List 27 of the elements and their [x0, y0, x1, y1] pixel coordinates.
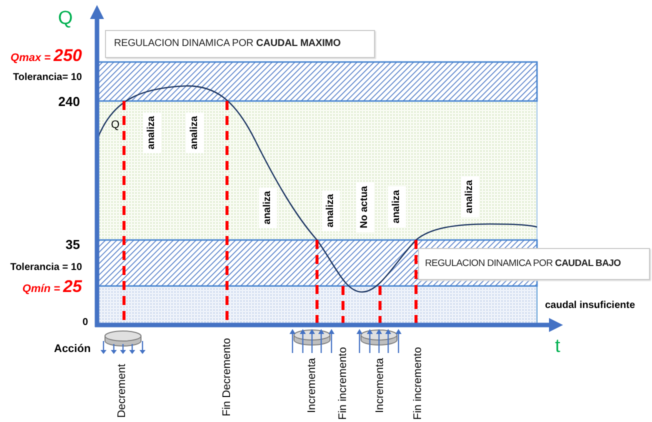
status-label: No actua — [356, 182, 374, 232]
tolerance-label: Tolerancia = 10 — [10, 261, 82, 275]
event-label: Fin incremento — [411, 347, 425, 420]
max-flow-label: Qmax = 250 — [10, 46, 82, 67]
status-label: analiza — [322, 190, 340, 232]
event-label: Fin Decremento — [220, 338, 234, 416]
event-label: Incrementa — [373, 358, 387, 413]
curve-label: Q — [111, 118, 120, 132]
tick-label: 240 — [58, 95, 80, 109]
callout-box: REGULACION DINAMICA POR CAUDAL MAXIMO — [105, 30, 375, 58]
tolerance-label: Tolerancia= 10 — [12, 71, 82, 85]
tick-label: 35 — [66, 238, 80, 252]
status-label: analiza — [259, 187, 277, 228]
event-label: Fin incremento — [336, 347, 350, 420]
axis-label: Q — [58, 8, 73, 30]
event-label: Incrementa — [305, 358, 319, 413]
zone-label: caudal insuficiente — [545, 299, 636, 313]
event-label: Decrement — [115, 364, 129, 418]
tick-label: 0 — [82, 316, 88, 330]
callout-box: REGULACION DINAMICA POR CAUDAL BAJO — [418, 248, 650, 280]
axis-label: t — [555, 336, 560, 358]
action-label: Acción — [54, 342, 91, 356]
status-label: analiza — [186, 112, 204, 154]
status-label: analiza — [461, 176, 479, 218]
min-flow-label: Qmín = 25 — [22, 277, 82, 298]
status-label: analiza — [143, 112, 161, 154]
status-label: analiza — [388, 186, 406, 228]
